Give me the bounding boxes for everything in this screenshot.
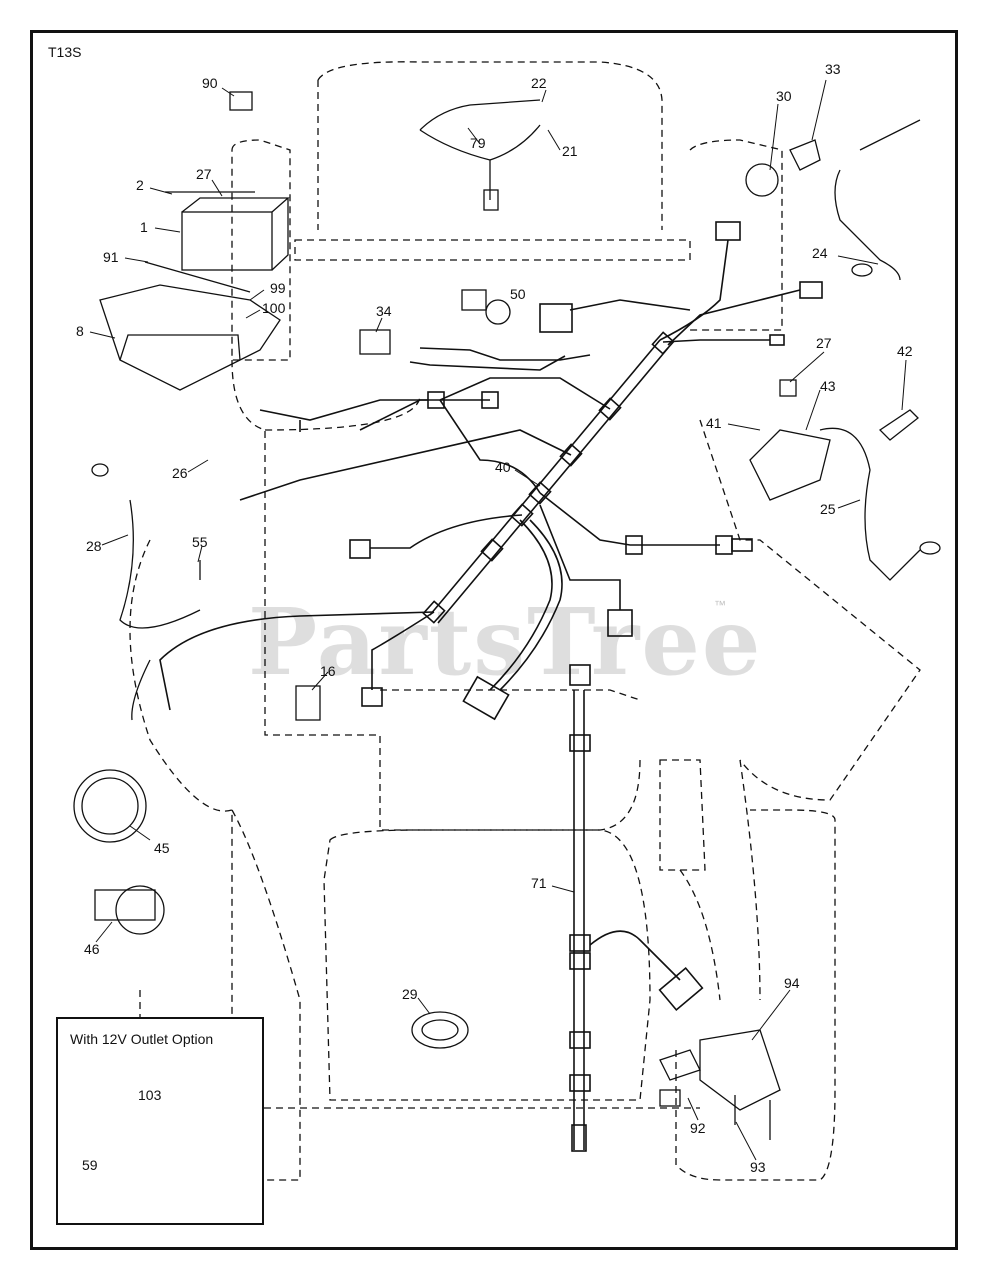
callout-43[interactable]: 43 xyxy=(820,378,836,394)
callout-93[interactable]: 93 xyxy=(750,1159,766,1175)
callout-41[interactable]: 41 xyxy=(706,415,722,431)
callout-16[interactable]: 16 xyxy=(320,663,336,679)
callout-59[interactable]: 59 xyxy=(82,1157,98,1173)
diagram-code: T13S xyxy=(48,44,82,60)
callout-79[interactable]: 79 xyxy=(470,135,486,151)
callout-91[interactable]: 91 xyxy=(103,249,119,265)
callout-103[interactable]: 103 xyxy=(138,1087,162,1103)
callout-71[interactable]: 71 xyxy=(531,875,547,891)
callout-90[interactable]: 90 xyxy=(202,75,218,91)
callout-21[interactable]: 21 xyxy=(562,143,578,159)
diagram-frame xyxy=(30,30,958,1250)
callout-33[interactable]: 33 xyxy=(825,61,841,77)
callout-27-top[interactable]: 27 xyxy=(196,166,212,182)
callout-26[interactable]: 26 xyxy=(172,465,188,481)
callout-45[interactable]: 45 xyxy=(154,840,170,856)
main-harness xyxy=(159,221,823,721)
callout-22[interactable]: 22 xyxy=(531,75,547,91)
leader-lines xyxy=(89,79,907,1177)
inset-title: With 12V Outlet Option xyxy=(70,1031,214,1047)
callout-1[interactable]: 1 xyxy=(140,219,148,235)
callout-42[interactable]: 42 xyxy=(897,343,913,359)
outlet-option-inset: With 12V Outlet Option xyxy=(56,1017,264,1225)
callout-55[interactable]: 55 xyxy=(192,534,208,550)
trademark-symbol: ™ xyxy=(714,598,726,612)
callout-34[interactable]: 34 xyxy=(376,303,392,319)
callout-100[interactable]: 100 xyxy=(262,300,286,316)
callout-40[interactable]: 40 xyxy=(495,459,511,475)
callout-30[interactable]: 30 xyxy=(776,88,792,104)
callout-94[interactable]: 94 xyxy=(784,975,800,991)
misc-parts xyxy=(73,91,941,1197)
callout-2[interactable]: 2 xyxy=(136,177,144,193)
battery-assembly xyxy=(99,191,290,391)
callout-24[interactable]: 24 xyxy=(812,245,828,261)
watermark: PartsTree xyxy=(248,588,763,696)
callout-99[interactable]: 99 xyxy=(270,280,286,296)
callout-25[interactable]: 25 xyxy=(820,501,836,517)
callout-8[interactable]: 8 xyxy=(76,323,84,339)
harness-71 xyxy=(569,664,704,1152)
callout-92[interactable]: 92 xyxy=(690,1120,706,1136)
callout-50[interactable]: 50 xyxy=(510,286,526,302)
chassis-outline xyxy=(129,61,921,1181)
callout-46[interactable]: 46 xyxy=(84,941,100,957)
callout-27-right[interactable]: 27 xyxy=(816,335,832,351)
callout-28[interactable]: 28 xyxy=(86,538,102,554)
callout-29[interactable]: 29 xyxy=(402,986,418,1002)
